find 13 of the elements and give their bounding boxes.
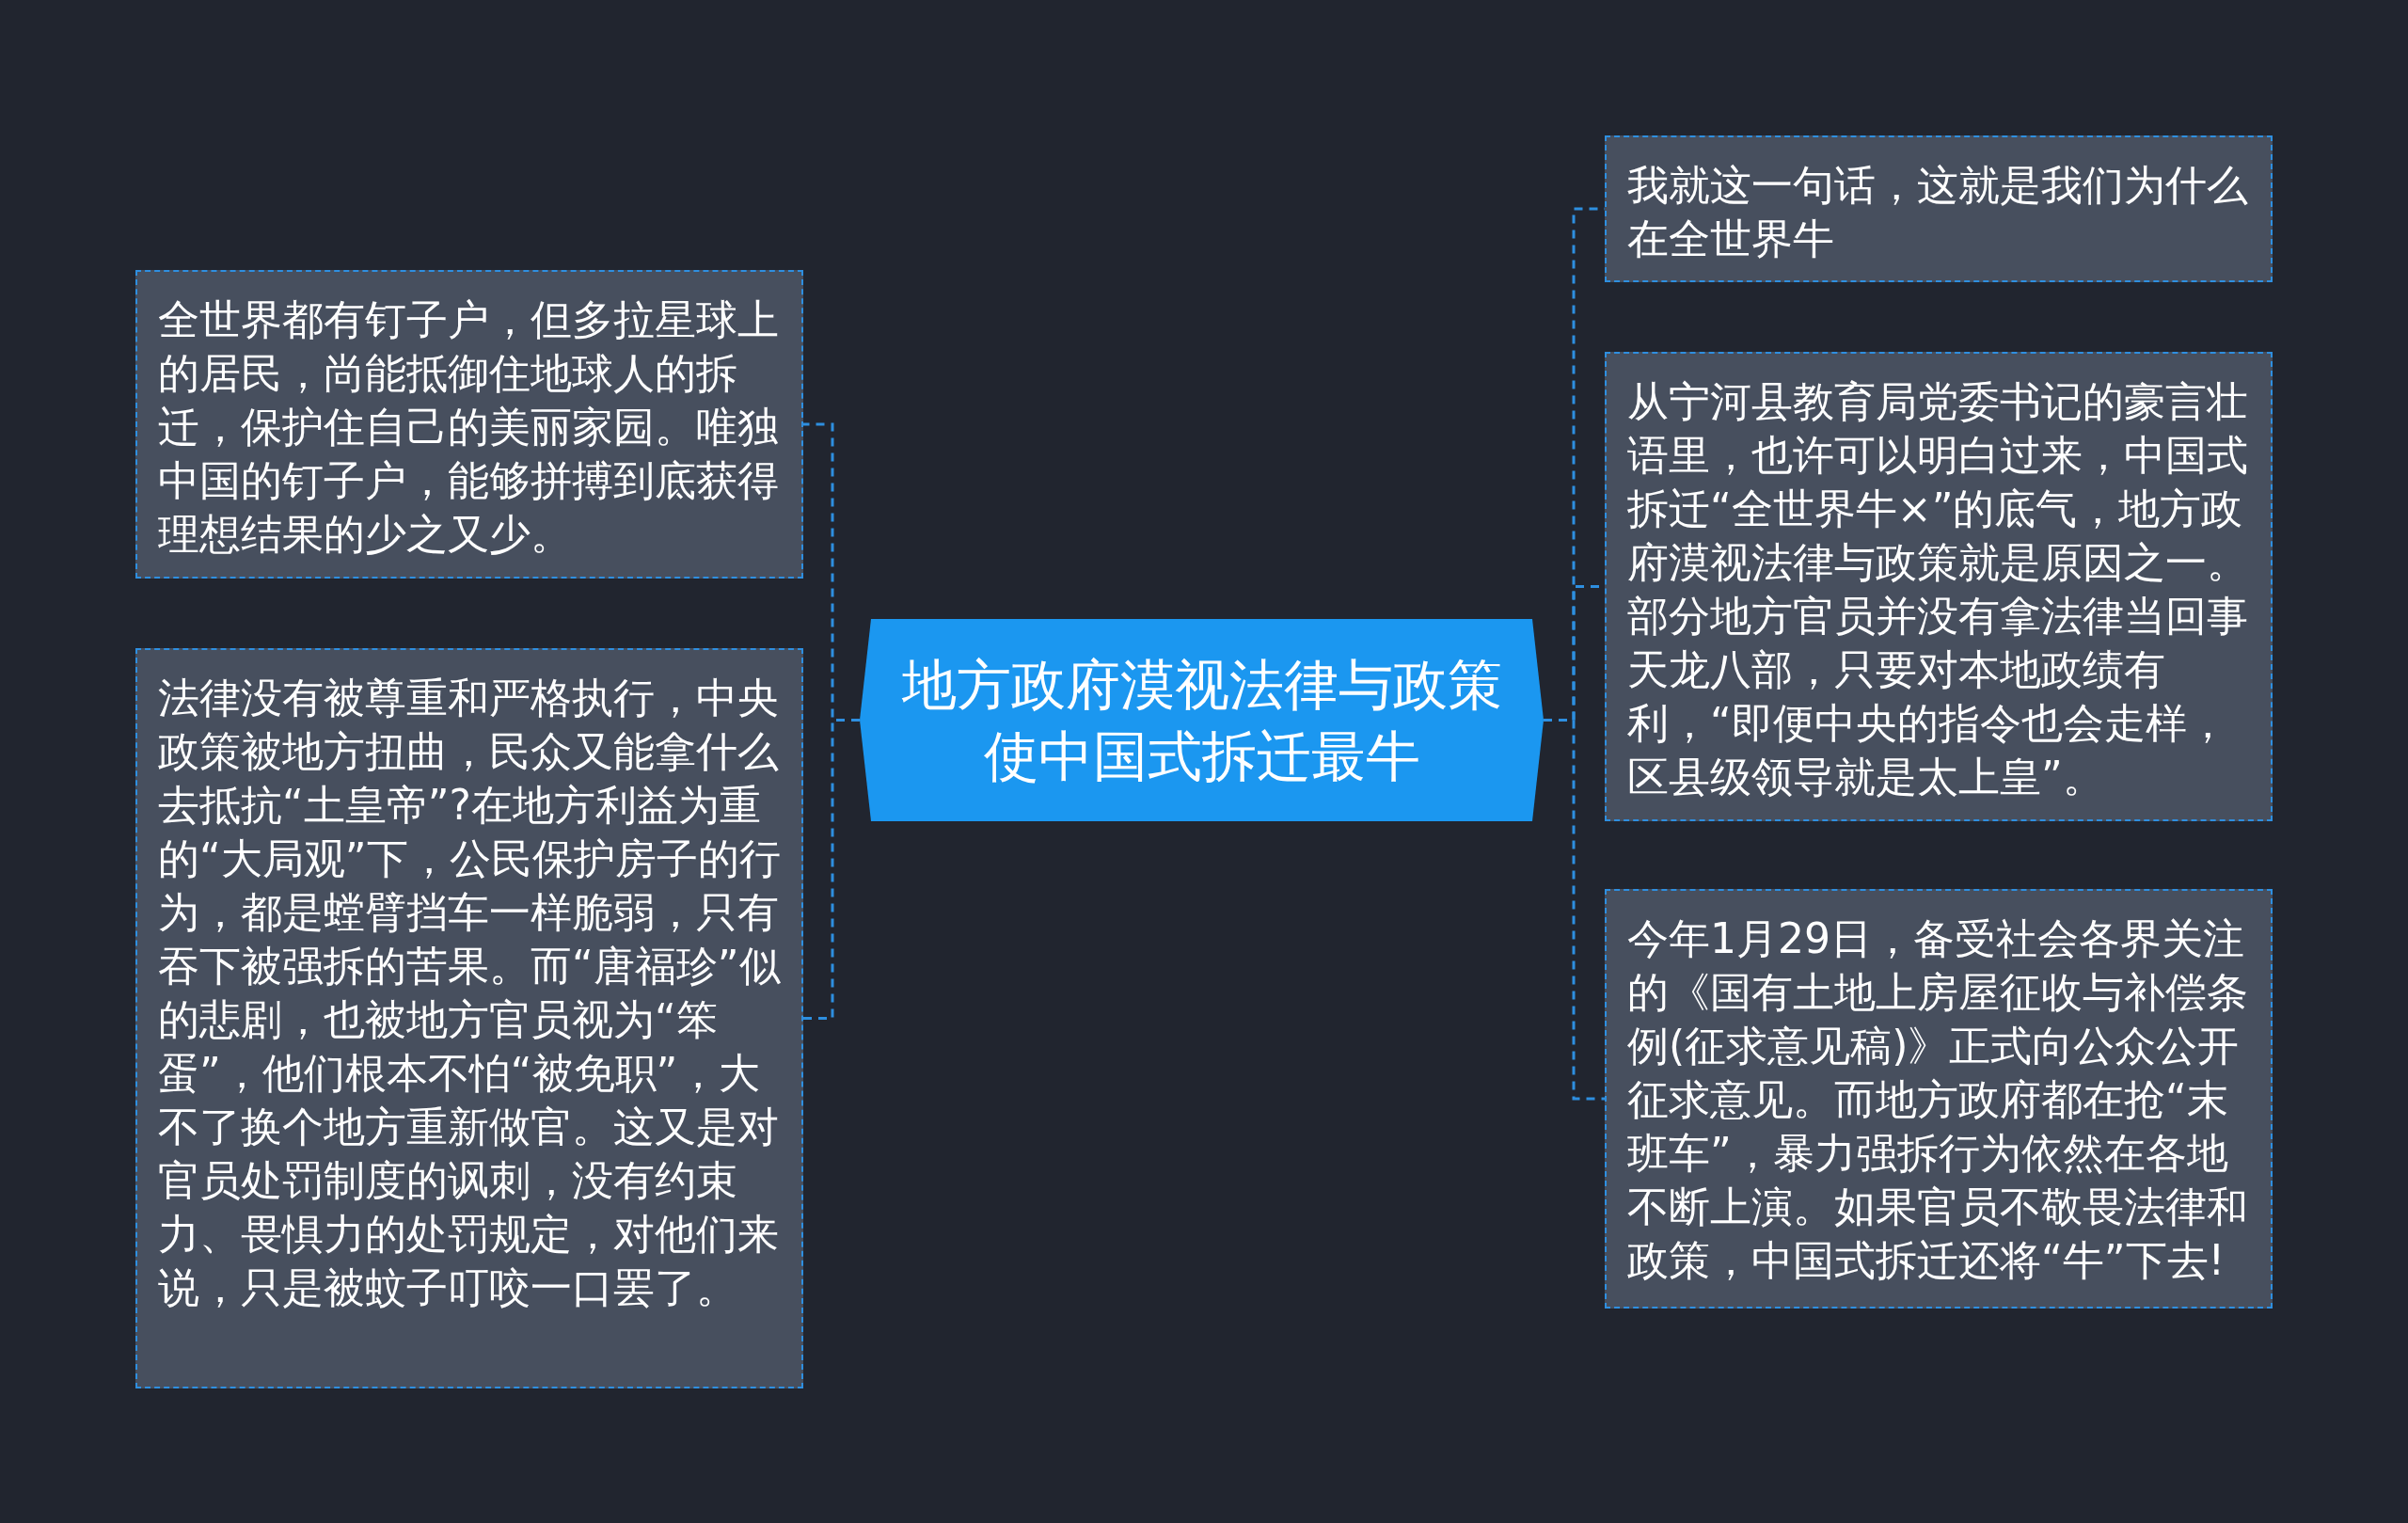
topic-title: 地方政府漠视法律与政策使中国式拆迁最牛 — [900, 651, 1503, 790]
paragraph: 我就这一句话，这就是我们为什么在全世界牛 — [1627, 160, 2249, 264]
text-box — [1605, 352, 2273, 821]
connector-line — [803, 719, 860, 1020]
text-box — [135, 270, 803, 579]
paragraph: 法律没有被尊重和严格执行，中央政策被地方扭曲，民众又能拿什么去抵抗“土皇帝”?在地方利益为重的“大局观”下，公民保护房子的行为，都是螳臂挡车一样脆弱，只有吞下被强拆的苦果。而“唐福珍”似的悲剧，也被地方官员视为“笨蛋”，他们根本不怕“被免职”，大不了换个地方重新做官。这又是对官员处罚制度的讽刺，没有约束力、畏惧力的处罚规定，对他们来说，只是被蚊子叮咬一口罢了。 — [158, 673, 782, 1313]
connector-line — [1544, 719, 1605, 1101]
text-box — [135, 648, 803, 1388]
text-box — [1605, 135, 2273, 282]
paragraph: 今年1月29日，备受社会各界关注的《国有土地上房屋征收与补偿条例(征求意见稿)》正式向公众公开征求意见。而地方政府都在抢“末班车”，暴力强拆行为依然在各地不断上演。如果官员不敬畏法律和政策，中国式拆迁还将“牛”下去! — [1627, 913, 2249, 1286]
text-box — [1605, 889, 2273, 1309]
paragraph: 全世界都有钉子户，但多拉星球上的居民，尚能抵御住地球人的拆迁，保护住自己的美丽家园。唯独中国的钉子户，能够拼搏到底获得理想结果的少之又少。 — [158, 294, 780, 560]
paragraph: 从宁河县教育局党委书记的豪言壮语里，也许可以明白过来，中国式拆迁“全世界牛×”的底气，地方政府漠视法律与政策就是原因之一。部分地方官员并没有拿法律当回事天龙八部，只要对本地政绩有利，“即便中央的指令也会走样，区县级领导就是太上皇”。 — [1627, 376, 2249, 802]
